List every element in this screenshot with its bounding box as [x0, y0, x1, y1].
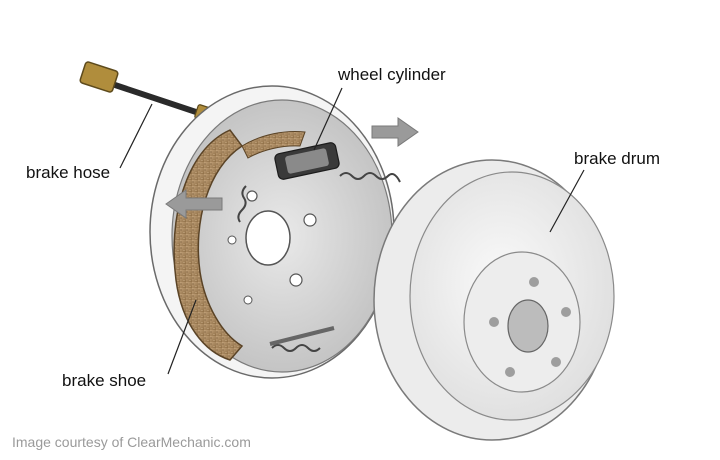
- leader-wheel-cylinder: [313, 87, 343, 151]
- axle-hub: [227, 190, 317, 305]
- leader-brake-shoe: [167, 299, 197, 375]
- brake-drum: [373, 159, 615, 441]
- wheel-cylinder: [274, 142, 340, 180]
- leader-brake-drum: [549, 169, 585, 233]
- label-brake-drum: brake drum: [574, 149, 660, 168]
- leader-brake-hose: [119, 103, 153, 169]
- image-credit: Image courtesy of ClearMechanic.com: [12, 434, 251, 450]
- arrow-right-icon: [371, 117, 419, 147]
- return-springs: [237, 172, 401, 352]
- label-wheel-cylinder: wheel cylinder: [338, 65, 446, 84]
- brake-hose: [79, 61, 218, 124]
- expansion-arrows: [165, 117, 419, 219]
- leader-lines: [119, 87, 585, 375]
- label-brake-shoe: brake shoe: [62, 371, 147, 390]
- label-brake-hose: brake hose: [26, 163, 111, 182]
- arrow-left-icon: [165, 189, 223, 219]
